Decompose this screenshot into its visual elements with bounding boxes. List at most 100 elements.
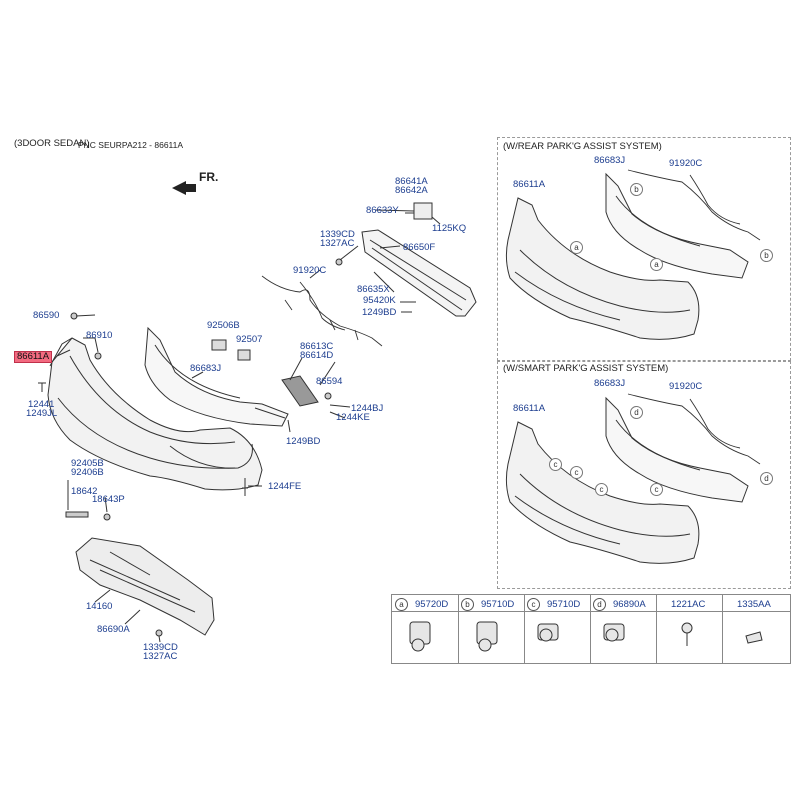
label-86683J[interactable]: 86683J	[190, 363, 222, 374]
pnc-code: PNC SEURPA212 - 86611A	[78, 140, 184, 150]
front-direction-label: FR.	[199, 170, 219, 184]
label-86650F[interactable]: 86650F	[403, 242, 436, 253]
bumper-beam	[361, 202, 477, 317]
rear-park-assist-panel	[497, 137, 791, 361]
rear-label-86611A[interactable]: 86611A	[513, 179, 546, 190]
bumper-reinforcement	[144, 326, 289, 427]
smart-callout-d-2: d	[760, 472, 773, 485]
smart-callout-c-2: c	[570, 466, 583, 479]
label-18643P[interactable]: 18643P	[92, 494, 125, 505]
label-1244BJ[interactable]: 1244BJ	[351, 403, 384, 414]
screw-12441	[38, 382, 46, 392]
legend-part-6: 1335AA	[737, 599, 771, 610]
smart-callout-d-1: d	[630, 406, 643, 419]
wiring-harness	[261, 275, 383, 347]
rear-callout-b-2: b	[760, 249, 773, 262]
legend-letter-4: d	[593, 598, 606, 611]
label-92507[interactable]: 92507	[236, 334, 263, 345]
label-1327AC[interactable]: 1327AC	[320, 238, 355, 249]
label-86613C[interactable]: 86613C	[300, 341, 334, 352]
smart-callout-c-3: c	[595, 483, 608, 496]
label-1249BD[interactable]: 1249BD	[362, 307, 397, 318]
smart-callout-c-1: c	[549, 458, 562, 471]
smart-pas-bumper	[505, 421, 700, 564]
smart-park-assist-title: (W/SMART PARK'G ASSIST SYSTEM)	[503, 363, 669, 374]
legend-cell-6[interactable]: 1335AA	[722, 595, 789, 663]
label-86642A[interactable]: 86642A	[395, 185, 428, 196]
legend-cell-3[interactable]: c 95710D	[524, 595, 591, 663]
label-1125KQ[interactable]: 1125KQ	[432, 223, 467, 234]
label-86633Y[interactable]: 86633Y	[366, 205, 399, 216]
legend-cell-2[interactable]: b 95710D	[458, 595, 525, 663]
label-86594[interactable]: 86594	[316, 376, 343, 387]
legend-letter-1: a	[395, 598, 408, 611]
label-86614D[interactable]: 86614D	[300, 350, 334, 361]
license-lamp	[211, 339, 227, 351]
front-arrow-icon	[172, 181, 196, 195]
label-1249BD-lower[interactable]: 1249BD	[286, 436, 321, 447]
fastener-1339CD-bottom	[155, 629, 163, 637]
legend-part-1: 95720D	[415, 599, 449, 610]
label-18642[interactable]: 18642	[71, 486, 98, 497]
label-1244FE[interactable]: 1244FE	[268, 481, 302, 492]
under-cover	[75, 537, 215, 636]
smart-pas-harness	[627, 393, 761, 465]
label-1339CD[interactable]: 1339CD	[320, 229, 355, 240]
variant-title: (3DOOR SEDAN)	[14, 138, 90, 149]
label-1339CD-lower[interactable]: 1339CD	[143, 642, 178, 653]
label-86611A-highlighted[interactable]: 86611A	[14, 351, 53, 363]
legend-part-5: 1221AC	[671, 599, 706, 610]
legend-header-divider	[392, 611, 790, 612]
label-92405B[interactable]: 92405B	[71, 458, 104, 469]
label-86910[interactable]: 86910	[86, 330, 113, 341]
label-92406B[interactable]: 92406B	[71, 467, 104, 478]
smart-pas-reinforcement	[605, 396, 749, 503]
smart-park-assist-panel	[497, 361, 791, 589]
smart-label-86611A[interactable]: 86611A	[513, 403, 546, 414]
reflector-18642	[65, 511, 89, 518]
rear-pas-reinforcement	[605, 172, 749, 279]
legend-cell-4[interactable]: d 96890A	[590, 595, 657, 663]
label-86590[interactable]: 86590	[33, 310, 60, 321]
legend-part-3: 95710D	[547, 599, 581, 610]
legend-part-4: 96890A	[613, 599, 646, 610]
fastener-86910	[94, 352, 102, 360]
legend-letter-2: b	[461, 598, 474, 611]
rear-pas-bumper	[505, 197, 700, 340]
legend-cell-1[interactable]: a 95720D	[392, 595, 459, 663]
label-92506B[interactable]: 92506B	[207, 320, 240, 331]
rear-reflector	[281, 375, 319, 407]
smart-label-91920C[interactable]: 91920C	[669, 381, 703, 392]
smart-label-86683J[interactable]: 86683J	[594, 378, 626, 389]
bolt-1244FE	[242, 478, 248, 496]
rear-callout-a-2: a	[650, 258, 663, 271]
label-86641A[interactable]: 86641A	[395, 176, 428, 187]
rear-callout-b-1: b	[630, 183, 643, 196]
lamp-bracket	[237, 349, 251, 361]
label-86635X[interactable]: 86635X	[357, 284, 390, 295]
fastener-1339CD	[335, 258, 343, 266]
rear-label-91920C[interactable]: 91920C	[669, 158, 703, 169]
legend-icons	[409, 621, 763, 652]
fastener-86594	[324, 392, 332, 400]
rear-pas-harness	[627, 169, 761, 241]
label-95420K[interactable]: 95420K	[363, 295, 396, 306]
sensor-legend-table: a 95720D b 95710D c 95710D d 96890A 1221…	[391, 594, 791, 664]
label-12441[interactable]: 12441	[28, 399, 55, 410]
rear-callout-a-1: a	[570, 241, 583, 254]
smart-callout-c-4: c	[650, 483, 663, 496]
label-1249JL[interactable]: 1249JL	[26, 408, 58, 419]
rear-park-assist-title: (W/REAR PARK'G ASSIST SYSTEM)	[503, 141, 662, 152]
rear-bumper-main	[47, 337, 263, 491]
label-91920C[interactable]: 91920C	[293, 265, 327, 276]
rear-label-86683J[interactable]: 86683J	[594, 155, 626, 166]
legend-part-2: 95710D	[481, 599, 515, 610]
label-86690A[interactable]: 86690A	[97, 624, 130, 635]
label-1244KE[interactable]: 1244KE	[336, 412, 370, 423]
label-1327AC-lower[interactable]: 1327AC	[143, 651, 178, 662]
legend-letter-3: c	[527, 598, 540, 611]
legend-cell-5[interactable]: 1221AC	[656, 595, 723, 663]
label-14160[interactable]: 14160	[86, 601, 113, 612]
